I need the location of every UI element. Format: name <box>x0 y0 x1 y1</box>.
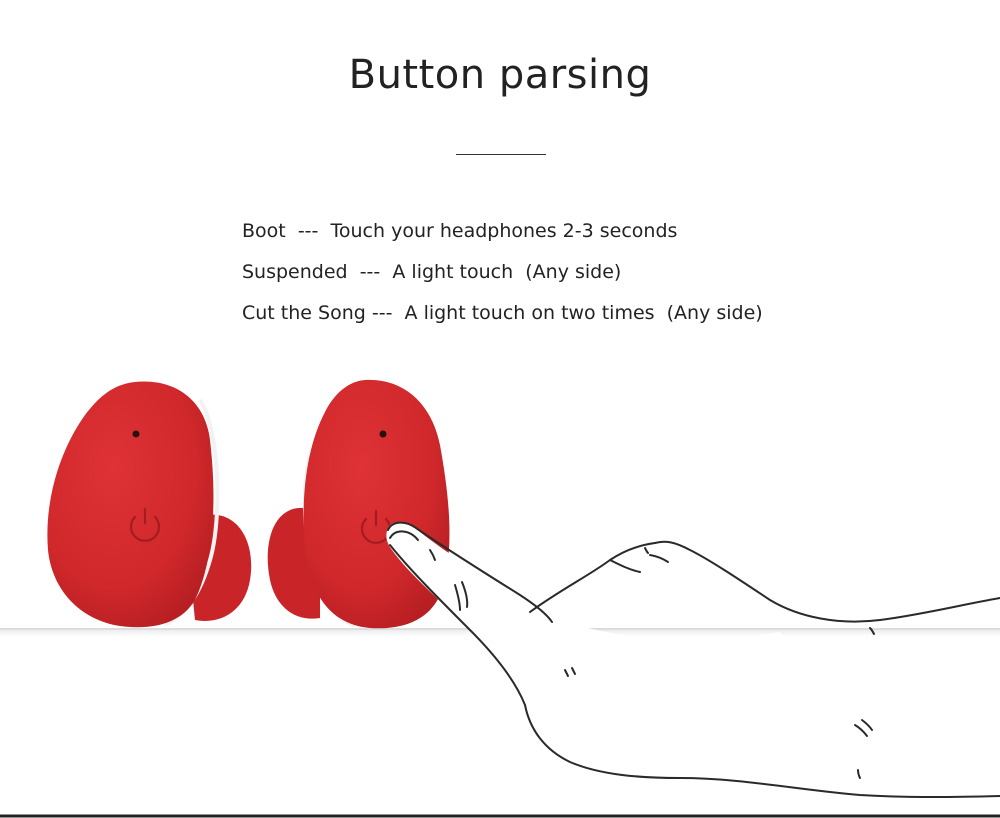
earbuds-illustration <box>0 379 1000 818</box>
line-drawing-hand-icon <box>386 521 1000 798</box>
instruction-action: Suspended <box>242 261 348 283</box>
instruction-action: Cut the Song <box>242 302 366 324</box>
title-divider <box>456 154 546 155</box>
left-earbud-body <box>47 381 214 628</box>
instruction-separator: --- <box>371 302 393 324</box>
instruction-separator: --- <box>359 261 381 283</box>
power-icon <box>129 507 161 542</box>
instruction-description: Touch your headphones 2-3 seconds <box>330 220 678 242</box>
page-title: Button parsing <box>348 52 652 98</box>
instruction-description: A light touch on two times (Any side) <box>404 302 763 324</box>
microphone-dot <box>132 430 140 438</box>
right-earbud <box>267 379 450 629</box>
left-earbud <box>47 381 252 628</box>
instruction-cut-song: Cut the Song --- A light touch on two ti… <box>242 293 763 334</box>
instruction-separator: --- <box>297 220 319 242</box>
right-earbud-body <box>303 379 450 629</box>
instruction-suspended: Suspended --- A light touch (Any side) <box>242 252 763 293</box>
instruction-list: Boot --- Touch your headphones 2-3 secon… <box>242 211 763 334</box>
instruction-action: Boot <box>242 220 286 242</box>
microphone-dot <box>379 430 387 438</box>
instruction-boot: Boot --- Touch your headphones 2-3 secon… <box>242 211 763 252</box>
instruction-description: A light touch (Any side) <box>392 261 622 283</box>
